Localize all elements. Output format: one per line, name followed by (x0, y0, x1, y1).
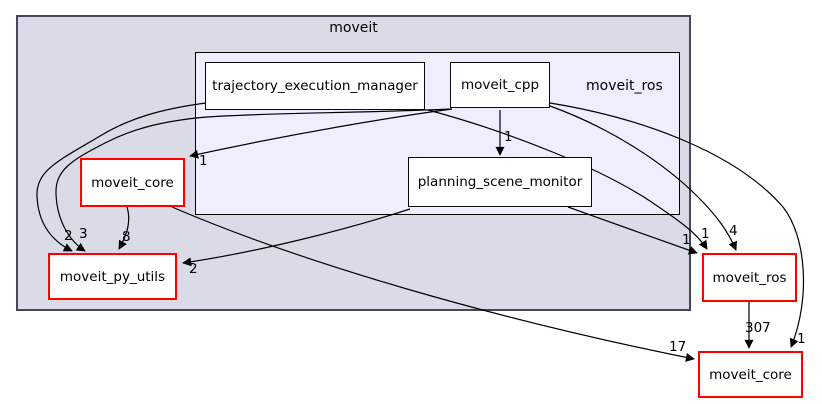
edge-count[interactable]: 1 (797, 331, 806, 347)
edge-count[interactable]: 2 (64, 228, 73, 244)
edge-count[interactable]: 307 (745, 320, 771, 336)
node-moveit-py-utils[interactable]: moveit_py_utils (48, 253, 177, 300)
node-label: moveit_py_utils (59, 268, 166, 285)
edge-count[interactable]: 8 (122, 229, 131, 245)
node-label: planning_scene_monitor (417, 174, 583, 190)
edge-count[interactable]: 1 (701, 226, 710, 242)
node-label: moveit_core (709, 366, 792, 383)
edge-count[interactable]: 3 (79, 226, 88, 242)
cluster-moveit-ros-label: moveit_ros (586, 78, 663, 94)
node-label: trajectory_execution_manager (212, 78, 418, 94)
node-label: moveit_core (91, 174, 174, 191)
node-moveit-core-inner[interactable]: moveit_core (80, 158, 185, 207)
node-planning-scene-monitor[interactable]: planning_scene_monitor (408, 157, 592, 207)
node-trajectory-execution-manager[interactable]: trajectory_execution_manager (205, 62, 425, 110)
node-label: moveit_cpp (460, 77, 540, 93)
node-moveit-ros-external[interactable]: moveit_ros (702, 253, 797, 302)
edge-count[interactable]: 17 (669, 339, 687, 355)
edge-count[interactable]: 4 (729, 223, 738, 239)
edge-count[interactable]: 1 (199, 153, 208, 169)
node-moveit-core-external[interactable]: moveit_core (698, 351, 803, 398)
node-label: moveit_ros (712, 269, 787, 286)
edge-count[interactable]: 1 (682, 232, 691, 248)
cluster-moveit-label: moveit (329, 20, 378, 36)
edge-count[interactable]: 1 (504, 129, 513, 145)
node-moveit-cpp[interactable]: moveit_cpp (450, 62, 550, 108)
edge-count[interactable]: 2 (189, 261, 198, 277)
